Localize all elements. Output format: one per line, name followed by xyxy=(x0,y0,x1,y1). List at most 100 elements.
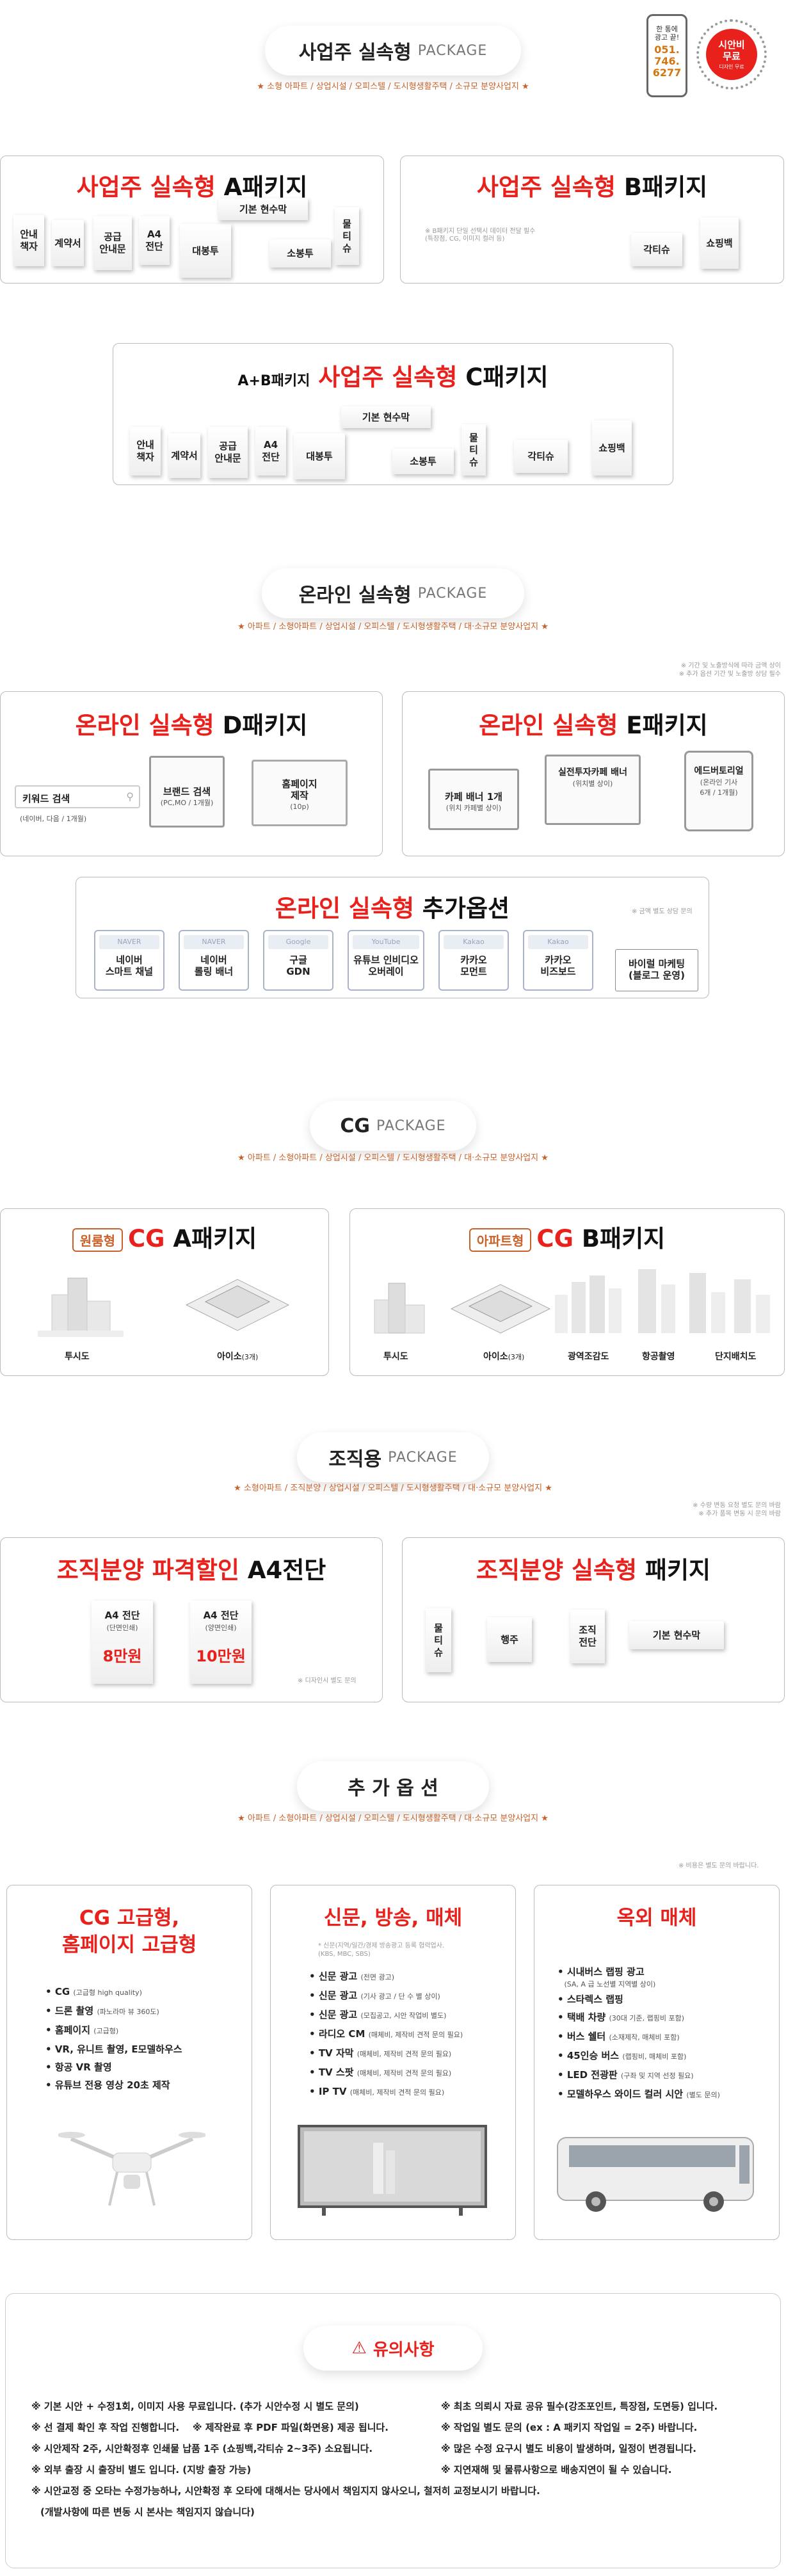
item-guide-book: 안내 책자 xyxy=(130,427,161,476)
warning-icon: ⚠ xyxy=(351,2339,367,2358)
item-basic-banner: 기본 현수막 xyxy=(341,406,431,428)
item-guide-book: 안내 책자 xyxy=(13,215,44,266)
item-small-envelope: 소봉투 xyxy=(269,239,331,268)
cafe-banner-sub: (위치 카페별 상이) xyxy=(445,804,502,812)
item-a4-flyer: A4 전단 xyxy=(139,216,170,265)
list-item: • LED 전광판 (구좌 및 지역 선정 필요) xyxy=(557,2069,694,2081)
extra-outdoor: 옥외 매체 • 시내버스 랩핑 광고 (SA, A 급 노선별 지역별 상이) … xyxy=(534,1885,780,2240)
list-item: • TV 자막 (매체비, 제작비 견적 문의 필요) xyxy=(309,2047,452,2059)
a4-double-card: A4 전단 (양면인쇄) 10만원 xyxy=(190,1601,252,1684)
list-item: • 신문 광고 (전면 광고) xyxy=(309,1971,395,1982)
homepage-label: 홈페이지 제작 xyxy=(282,778,317,801)
extra-media: 신문, 방송, 매체 * 신문(지역/일간/경제 방송광고 등록 협력업사. (… xyxy=(270,1885,516,2240)
extra-media-list: • 신문 광고 (전면 광고) • 신문 광고 (기사 광고 / 단 수 별 상… xyxy=(309,1967,463,2102)
extra-cg-premium: CG 고급형, 홈페이지 고급형 • CG (고급형 high quality)… xyxy=(6,1885,252,2240)
list-item: • 버스 쉘터 (소재제작, 매체비 포함) xyxy=(557,2031,680,2042)
item-wet-tissue: 물 티 슈 xyxy=(461,424,486,476)
list-item: ※ 많은 수정 요구시 별도 비용이 발생하며, 일정이 변경됩니다. xyxy=(441,2443,696,2454)
list-item: • TV 스팟 (매체비, 제작비 견적 문의 필요) xyxy=(309,2067,452,2078)
homepage-monitor: 홈페이지 제작 (10p) xyxy=(252,760,348,826)
item-notice: 공급 안내문 xyxy=(208,427,248,478)
cg-a-label-iso: 아이소(3개) xyxy=(217,1352,259,1362)
list-item: ※ 시안제작 2주, 시안확정후 인쇄물 납품 1주 (쇼핑백,각티슈 2~3주… xyxy=(31,2443,373,2454)
aerial-city-icon xyxy=(555,1269,770,1333)
list-item: • VR, 유니트 촬영, E모델하우스 xyxy=(45,2044,182,2055)
item-wet-tissue: 물 티 슈 xyxy=(335,207,359,265)
keyword-search-label: 키워드 검색 xyxy=(22,793,70,804)
option-viral-marketing[interactable]: 바이럴 마케팅 (블로그 운영) xyxy=(615,949,698,991)
list-item: ※ 선 결제 확인 후 작업 진행합니다. ※ 제작완료 후 PDF 파일(화면… xyxy=(31,2422,389,2433)
brand-search-label: 브랜드 검색 xyxy=(163,786,211,797)
item-box-tissue: 각티슈 xyxy=(514,440,568,473)
list-item: (개발사항에 따른 변동 시 본사는 책임지지 않습니다) xyxy=(40,2506,255,2518)
realtime-banner-label: 실전투자카페 배너 xyxy=(558,767,627,778)
section-sub-org: ★ 소형아파트 / 조직분양 / 상업시설 / 오피스텔 / 도시형생활주택 /… xyxy=(234,1484,552,1493)
list-item: • 드론 촬영 (파노라마 뷰 360도) xyxy=(45,2005,159,2017)
item-basic-banner: 기본 현수막 xyxy=(218,198,308,220)
item-notice: 공급 안내문 xyxy=(93,216,132,270)
seal-main: 시안비 무료 xyxy=(718,39,745,62)
notice-title: ⚠ 유의사항 xyxy=(303,2326,483,2371)
cg-b-label-site-plan: 단지배치도 xyxy=(715,1352,757,1362)
item-contract: 계약서 xyxy=(52,220,84,266)
google-logo-icon: Google xyxy=(268,935,328,949)
item-envelope: 대봉투 xyxy=(180,224,231,278)
badge-phone-2: 746. xyxy=(654,55,680,67)
realtime-banner-sub: (위치별 상이) xyxy=(572,780,613,788)
cafe-banner-monitor: 카페 배너 1개 (위치 카페별 상이) xyxy=(428,769,519,830)
list-item: • 유튜브 전용 영상 20초 제작 xyxy=(45,2079,170,2091)
list-item: ※ 작업일 별도 문의 (ex : A 패키지 작업일 = 2주) 바랍니다. xyxy=(441,2422,698,2433)
list-item: • 신문 광고 (모집공고, 시안 작업비 별도) xyxy=(309,2009,447,2020)
org-note: ※ 수량 변동 요청 별도 문의 바람 ※ 추가 품목 변동 시 문의 바람 xyxy=(693,1502,781,1517)
list-item: ※ 지연재해 및 물류사항으로 배송지연이 될 수 있습니다. xyxy=(441,2464,672,2476)
extra-cg-list: • CG (고급형 high quality) • 드론 촬영 (파노라마 뷰 … xyxy=(45,1983,182,2094)
notice-list-left: ※ 기본 시안 + 수정1회, 이미지 사용 무료입니다. (추가 시안수정 시… xyxy=(31,2396,540,2523)
package-c: A+B패키지 사업주 실속형 C패키지 안내 책자 계약서 공급 안내문 A4 … xyxy=(113,343,673,485)
cg-b-label-iso: 아이소(3개) xyxy=(483,1352,525,1362)
item-box-tissue: 각티슈 xyxy=(631,233,682,266)
extra-cg-title: CG 고급형, 홈페이지 고급형 xyxy=(61,1907,197,1956)
cg-b-tag: 아파트형 xyxy=(469,1228,532,1252)
kakao-logo-icon: Kakao xyxy=(444,935,504,949)
badge-phone-3: 6277 xyxy=(652,67,682,79)
list-item: • 택배 차량 (30대 기준, 랩핑비 포함) xyxy=(557,2012,685,2023)
phone-badge: 한 통에 광고 끝! 051. 746. 6277 xyxy=(646,14,687,97)
badge-phone-1: 051. xyxy=(654,44,680,56)
keyword-search-bar: 키워드 검색 ⚲ xyxy=(15,785,140,808)
extra-outdoor-list: • 시내버스 랩핑 광고 (SA, A 급 노선별 지역별 상이) • 스타렉스… xyxy=(557,1964,720,2104)
item-basic-banner: 기본 현수막 xyxy=(629,1621,724,1649)
item-a4-flyer: A4 전단 xyxy=(255,427,286,476)
editorial-label: 에드버토리얼 xyxy=(694,766,744,776)
item-fan: 행주 xyxy=(487,1617,532,1662)
item-wet-tissue: 물 티 슈 xyxy=(426,1608,451,1672)
drone-icon xyxy=(58,2132,205,2206)
a4-single-price: 8만원 xyxy=(102,1647,142,1665)
iso-model-icon xyxy=(185,1279,290,1331)
naver-logo-icon: NAVER xyxy=(184,935,244,949)
list-item: ※ 기본 시안 + 수정1회, 이미지 사용 무료입니다. (추가 시안수정 시… xyxy=(31,2401,359,2412)
section-sub-extra: ★ 아파트 / 소형아파트 / 상업시설 / 오피스텔 / 도시형생활주택 / … xyxy=(237,1814,549,1823)
org-a4-flyer: 조직분양 파격할인 A4전단 A4 전단 (단면인쇄) 8만원 A4 전단 (양… xyxy=(0,1537,383,1702)
brand-search-monitor: 브랜드 검색 (PC,MO / 1개월) xyxy=(149,756,225,828)
cg-a-tag: 원룸형 xyxy=(72,1228,123,1252)
list-item: ※ 시안교정 중 오타는 수정가능하나, 시안확정 후 오타에 대해서는 당사에… xyxy=(31,2485,540,2497)
iso-model-icon xyxy=(450,1284,551,1334)
list-item: • 항공 VR 촬영 xyxy=(45,2061,112,2073)
notice-list-right: ※ 최초 의뢰시 자료 공유 필수(강조포인트, 특장점, 도면등) 입니다. … xyxy=(441,2396,774,2481)
cg-b-label-perspective: 투시도 xyxy=(383,1352,408,1362)
section-sub-owner: ★ 소형 아파트 / 상업시설 / 오피스텔 / 도시형생활주택 / 소규모 분… xyxy=(257,82,529,92)
package-b: 사업주 실속형 B패키지 ※ B패키지 단일 선택시 데이터 전달 필수 (특장… xyxy=(400,156,784,284)
package-e: 온라인 실속형 E패키지 카페 배너 1개 (위치 카페별 상이) 실전투자카페… xyxy=(402,691,785,856)
